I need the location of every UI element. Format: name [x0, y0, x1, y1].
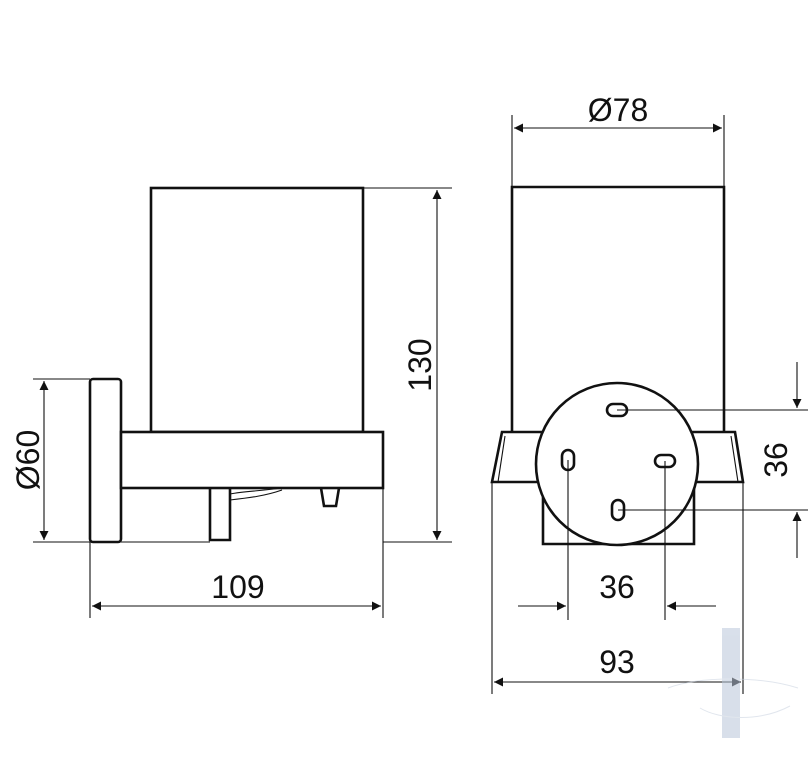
watermark-bar	[722, 628, 740, 738]
side-clip	[229, 487, 283, 501]
dim-width-label: 93	[599, 644, 635, 680]
front-mount-disc	[534, 381, 700, 547]
side-foot-left	[208, 488, 232, 542]
front-band-inner-right	[730, 435, 739, 483]
dim-depth-label: 109	[211, 569, 264, 605]
watermark-arc	[667, 678, 799, 689]
dim-mount-label: Ø60	[10, 430, 46, 490]
dim-vert-label: 36	[758, 442, 794, 478]
side-holder-arm	[119, 430, 385, 490]
dim-height-label: 130	[402, 338, 438, 391]
side-view: 130 Ø60 109	[10, 186, 452, 618]
dim-cup-label: Ø78	[588, 92, 648, 128]
front-view: Ø78 36 36 93	[490, 92, 808, 694]
side-foot-right	[319, 487, 341, 508]
dim-horz-label: 36	[599, 569, 635, 605]
watermark-arc-2	[699, 705, 791, 718]
front-band-inner-left	[497, 435, 506, 483]
side-cup	[149, 186, 365, 434]
side-wall-plate	[88, 377, 123, 544]
watermark-logo	[667, 628, 799, 738]
front-cup	[510, 185, 726, 432]
